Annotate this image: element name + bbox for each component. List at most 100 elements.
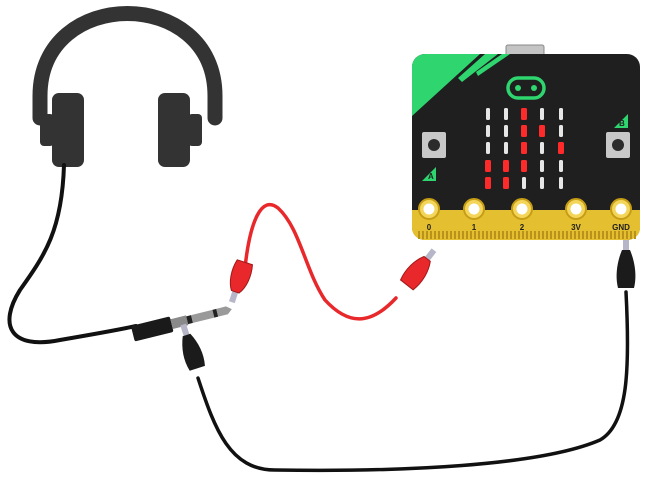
ground-wire (196, 290, 630, 473)
edge-strip (418, 231, 420, 239)
edge-strip (458, 231, 460, 239)
edge-strip (538, 231, 540, 239)
led-off (504, 142, 508, 154)
pin-0[interactable]: 0 (418, 198, 440, 232)
clip-jaw (229, 289, 239, 304)
edge-strip (590, 231, 592, 239)
board-accent-stripe (476, 54, 510, 76)
pin-hole (516, 203, 528, 215)
board-accent (412, 54, 480, 116)
right-earcup-pad (188, 114, 202, 146)
led-off (559, 125, 563, 137)
edge-strip (610, 231, 612, 239)
led-off (559, 108, 563, 120)
edge-strip (470, 231, 472, 239)
button-b[interactable]: B (606, 114, 630, 158)
plug-ring-2 (212, 308, 219, 318)
pin-label: 2 (520, 223, 525, 232)
edge-strip (582, 231, 584, 239)
led-off (486, 108, 490, 120)
edge-strip (510, 231, 512, 239)
edge-strip (606, 231, 608, 239)
edge-strip (566, 231, 568, 239)
led-off (559, 177, 563, 189)
button-a-label: A (428, 172, 434, 181)
pin-2[interactable]: 2 (511, 198, 533, 232)
face-logo-eye (531, 85, 537, 91)
led-matrix (485, 108, 564, 189)
edge-strip (622, 231, 624, 239)
pin-hole (423, 203, 435, 215)
pin-hole (468, 203, 480, 215)
pin-label: 1 (472, 223, 477, 232)
edge-strip (426, 231, 428, 239)
pin-row: 0 1 2 3V GND (418, 198, 632, 232)
edge-strip (586, 231, 588, 239)
edge-strip (446, 231, 448, 239)
right-earcup (158, 93, 190, 167)
edge-strip (594, 231, 596, 239)
face-logo[interactable] (506, 76, 546, 100)
button-a-indicator (422, 167, 436, 181)
clip-body (616, 250, 636, 288)
edge-strip (498, 231, 500, 239)
led-on (521, 142, 527, 154)
edge-strip (530, 231, 532, 239)
button-b-cap[interactable] (612, 139, 624, 151)
clip-body (182, 333, 205, 371)
led-on (503, 177, 509, 189)
face-logo-eye (515, 85, 521, 91)
edge-strip (522, 231, 524, 239)
led-off (486, 142, 490, 154)
edge-strip (442, 231, 444, 239)
edge-strip (490, 231, 492, 239)
edge-strip (454, 231, 456, 239)
pin-hole (570, 203, 582, 215)
audio-plug (131, 306, 232, 342)
led-off (540, 160, 544, 172)
black-clip-plug (180, 323, 205, 371)
edge-strip (514, 231, 516, 239)
plug-shaft (191, 309, 215, 323)
led-off (540, 177, 544, 189)
plug-ring (186, 315, 193, 325)
pin-label: GND (612, 223, 630, 232)
edge-strip (518, 231, 520, 239)
edge-strip (466, 231, 468, 239)
led-off (559, 160, 563, 172)
edge-strip (534, 231, 536, 239)
red-clip-pin0 (399, 248, 437, 291)
microbit-board: A B 0 1 2 3V GND (412, 44, 640, 240)
clip-body (399, 255, 431, 291)
pin-3v[interactable]: 3V (565, 198, 587, 232)
plug-tip (216, 306, 232, 317)
pin-gnd[interactable]: GND (610, 198, 632, 232)
edge-strip (574, 231, 576, 239)
black-clip-gnd (616, 238, 636, 288)
edge-strip (526, 231, 528, 239)
board-accent-stripe (458, 54, 498, 82)
led-off (486, 125, 490, 137)
pin-1[interactable]: 1 (463, 198, 485, 232)
edge-strip (502, 231, 504, 239)
button-a[interactable]: A (422, 132, 446, 181)
button-a-cap[interactable] (428, 139, 440, 151)
edge-strip (602, 231, 604, 239)
led-on (521, 125, 527, 137)
edge-strip (422, 231, 424, 239)
led-off (540, 108, 544, 120)
led-on (521, 108, 527, 120)
edge-strip (570, 231, 572, 239)
pin-hole (615, 203, 627, 215)
edge-strip (462, 231, 464, 239)
clip-jaw (180, 323, 190, 337)
edge-strip (474, 231, 476, 239)
led-on (503, 160, 509, 172)
edge-strip (494, 231, 496, 239)
led-off (540, 142, 544, 154)
led-on (558, 142, 564, 154)
button-b-indicator (614, 114, 628, 128)
edge-strip (554, 231, 556, 239)
